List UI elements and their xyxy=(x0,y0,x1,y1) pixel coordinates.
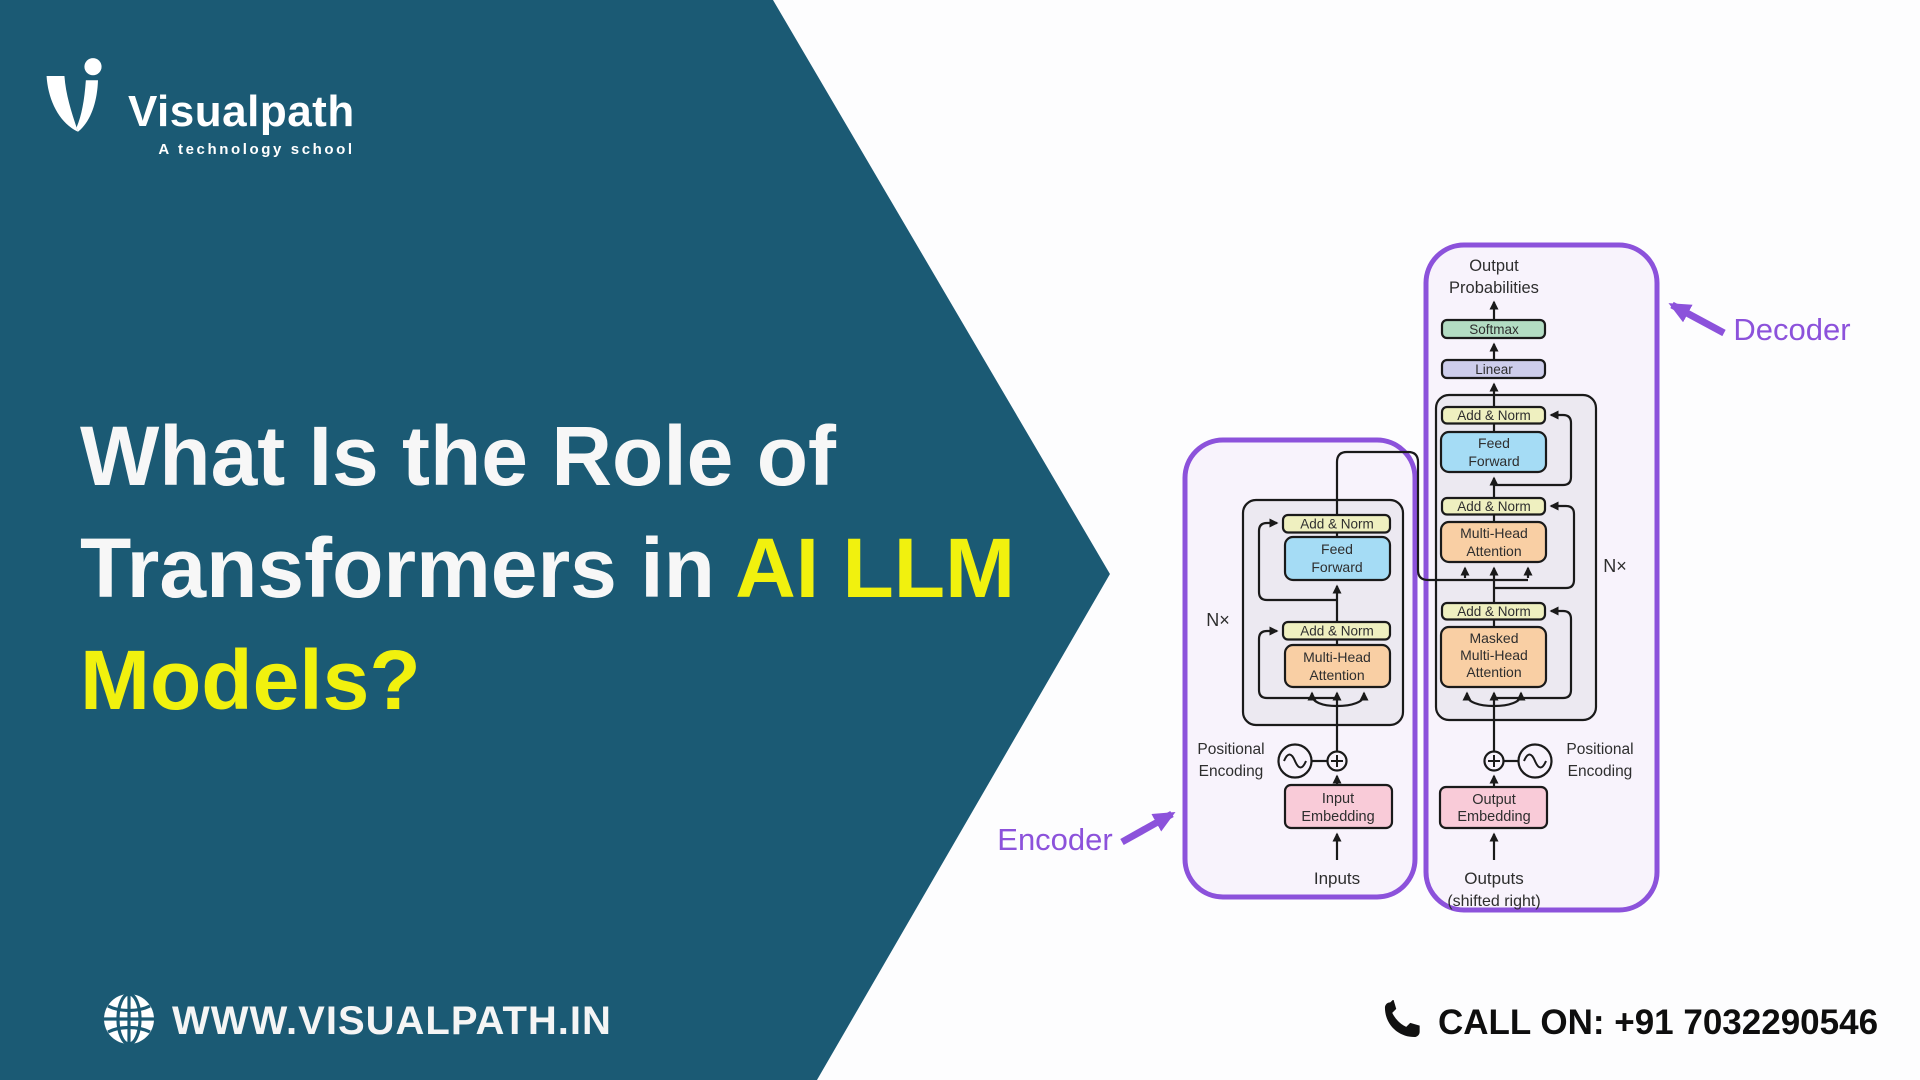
decoder-callout-label: Decoder xyxy=(1733,312,1850,347)
decoder-nx-label: N× xyxy=(1603,556,1627,576)
title-line3: Models? xyxy=(80,633,421,727)
encoder-mha-label2: Attention xyxy=(1309,667,1364,683)
linear-label: Linear xyxy=(1475,362,1513,377)
encoder-mha-box xyxy=(1283,643,1392,689)
masked-mha-box xyxy=(1439,625,1548,689)
globe-icon xyxy=(102,992,156,1051)
encoder-layer-box xyxy=(1241,498,1405,727)
encoder-feed-forward-label2: Forward xyxy=(1311,559,1362,575)
website-row: WWW.VISUALPATH.IN xyxy=(102,992,612,1051)
input-embedding-label2: Embedding xyxy=(1301,809,1374,825)
decoder-feed-forward-label2: Forward xyxy=(1468,453,1519,469)
encoder-pos-enc-label: Positional xyxy=(1197,741,1264,758)
decoder-feed-forward-label: Feed xyxy=(1478,435,1510,451)
softmax-box xyxy=(1440,318,1547,340)
encoder-nx-label: N× xyxy=(1206,610,1230,630)
title-line1: What Is the Role of xyxy=(80,409,836,503)
decoder-mha-label2: Attention xyxy=(1466,543,1521,559)
title-highlight: AI LLM xyxy=(735,521,1016,615)
website-url: WWW.VISUALPATH.IN xyxy=(172,999,612,1043)
decoder-add-norm-3-box xyxy=(1440,405,1547,425)
output-embedding-label: Output xyxy=(1472,792,1516,808)
logo: Visualpath A technology school xyxy=(42,56,355,158)
encoder-to-decoder-path xyxy=(1335,450,1528,582)
visualpath-logo-icon xyxy=(42,56,114,156)
phone-number: CALL ON: +91 7032290546 xyxy=(1438,1002,1879,1042)
encoder-add-norm-2-box xyxy=(1281,513,1392,534)
linear-box xyxy=(1440,358,1547,380)
encoder-add-norm-2-label: Add & Norm xyxy=(1300,517,1374,532)
outputs-label2: (shifted right) xyxy=(1447,893,1540,910)
brand-name: Visualpath xyxy=(128,87,355,136)
output-embedding-box xyxy=(1438,785,1549,830)
title-line2: Transformers in AI LLM xyxy=(80,521,1016,615)
encoder-callout-arrow xyxy=(1120,810,1176,846)
decoder-feed-forward-box xyxy=(1439,430,1548,474)
input-embedding-label: Input xyxy=(1322,791,1354,807)
decoder-add-norm-2-box xyxy=(1440,496,1547,516)
decoder-sine-wave xyxy=(1523,753,1547,769)
output-probabilities-label2: Probabilities xyxy=(1449,279,1539,297)
encoder-mha-label: Multi-Head xyxy=(1303,649,1371,665)
input-embedding-box xyxy=(1283,783,1394,830)
encoder-add-norm-1-box xyxy=(1281,620,1392,641)
masked-mha-label2: Multi-Head xyxy=(1460,647,1528,663)
decoder-mha-box xyxy=(1439,520,1548,564)
encoder-feed-forward-box xyxy=(1283,535,1392,582)
softmax-label: Softmax xyxy=(1469,322,1519,337)
inputs-label: Inputs xyxy=(1314,869,1360,888)
brand-tagline: A technology school xyxy=(158,141,355,158)
decoder-callout-arrow xyxy=(1668,301,1726,337)
masked-mha-label3: Attention xyxy=(1466,664,1521,680)
decoder-add-norm-2-label: Add & Norm xyxy=(1457,499,1531,514)
output-embedding-label2: Embedding xyxy=(1457,809,1530,825)
decoder-pos-enc-label2: Encoding xyxy=(1568,763,1633,780)
masked-mha-label: Masked xyxy=(1469,630,1518,646)
decoder-pos-enc-label: Positional xyxy=(1566,741,1633,758)
encoder-pos-enc-label2: Encoding xyxy=(1199,763,1264,780)
logo-text: Visualpath A technology school xyxy=(128,87,355,159)
page-title: What Is the Role of Transformers in AI L… xyxy=(80,400,1100,736)
decoder-add-norm-3-label: Add & Norm xyxy=(1457,408,1531,423)
encoder-callout-label: Encoder xyxy=(997,822,1112,857)
encoder-sine-wave xyxy=(1283,753,1307,769)
decoder-mha-label: Multi-Head xyxy=(1460,525,1528,541)
encoder-feed-forward-label: Feed xyxy=(1321,541,1353,557)
outputs-label: Outputs xyxy=(1464,869,1524,888)
phone-icon xyxy=(1382,999,1422,1045)
encoder-add-norm-1-label: Add & Norm xyxy=(1300,624,1374,639)
output-probabilities-label: Output xyxy=(1469,257,1519,275)
decoder-add-norm-1-label: Add & Norm xyxy=(1457,604,1531,619)
call-row: CALL ON: +91 7032290546 xyxy=(1382,999,1879,1045)
transformer-diagram: Add & Norm Feed Forward Add & Norm Multi… xyxy=(960,190,1900,950)
decoder-add-norm-1-box xyxy=(1440,601,1547,621)
